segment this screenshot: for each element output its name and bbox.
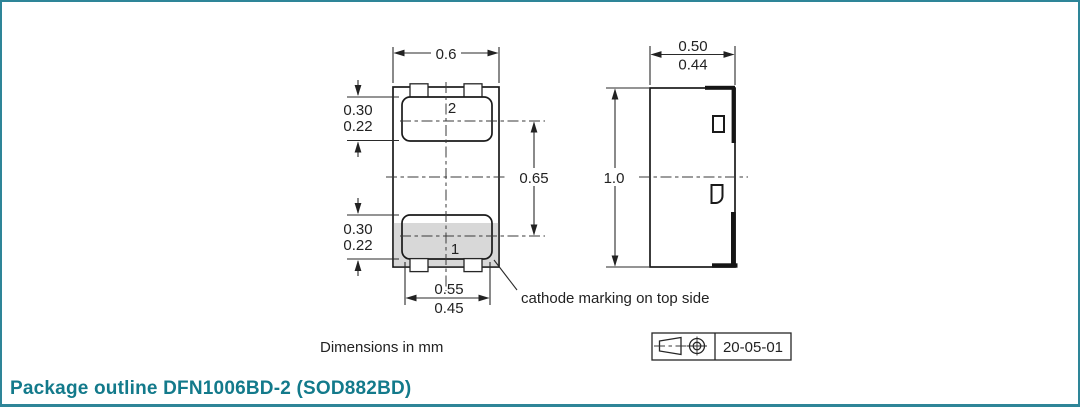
dim-thickness-min: 0.44 xyxy=(678,57,707,74)
pad2-tab-right xyxy=(463,83,483,99)
dim-body-length-value: 1.0 xyxy=(604,170,625,187)
side-view: 0.50 0.44 1.0 xyxy=(600,38,748,268)
dim-body-length: 1.0 xyxy=(600,87,649,268)
dim-thickness-max: 0.50 xyxy=(678,38,707,55)
dim-pad1-length: 0.30 0.22 xyxy=(343,198,399,276)
page-title: Package outline DFN1006BD-2 (SOD882BD) xyxy=(10,378,412,399)
drawing-canvas: 2 1 0.6 xyxy=(320,38,792,361)
terminal2-top-metal xyxy=(705,85,735,90)
title-block-border xyxy=(651,332,792,361)
pad1-tab-left xyxy=(409,257,429,273)
pad2-tab-left xyxy=(409,83,429,99)
dim-pad-width-max: 0.55 xyxy=(434,281,463,298)
title-block: 20-05-01 xyxy=(651,332,792,361)
pad2-outline xyxy=(401,96,493,142)
dim-pad2-length-max: 0.30 xyxy=(343,102,372,119)
pad2-number: 2 xyxy=(448,100,456,117)
dim-body-width: 0.6 xyxy=(392,44,500,83)
terminal1-side-metal xyxy=(731,212,736,268)
terminal1-bottom-metal xyxy=(712,263,738,268)
pad1-number: 1 xyxy=(451,241,459,258)
units-note: Dimensions in mm xyxy=(320,339,443,356)
dim-thickness: 0.50 0.44 xyxy=(649,38,736,85)
dim-body-width-value: 0.6 xyxy=(436,46,457,63)
pad1-outline xyxy=(401,214,493,260)
dim-pad1-length-max: 0.30 xyxy=(343,221,372,238)
dim-pad2-length-min: 0.22 xyxy=(343,118,372,135)
drawing-date: 20-05-01 xyxy=(723,339,783,356)
dim-pad-width-min: 0.45 xyxy=(434,300,463,317)
cathode-annotation: cathode marking on top side xyxy=(521,290,709,307)
top-view: 2 1 0.6 xyxy=(343,44,709,317)
side-view-window-bottom xyxy=(710,184,724,204)
dim-pad-width: 0.55 0.45 xyxy=(404,262,491,317)
side-view-window-top xyxy=(712,115,725,133)
dim-pad1-length-min: 0.22 xyxy=(343,237,372,254)
terminal2-side-metal xyxy=(731,88,736,143)
cathode-leader-line xyxy=(493,259,518,291)
projection-cone-icon xyxy=(658,336,682,356)
dim-pad-pitch-value: 0.65 xyxy=(519,170,548,187)
dim-pad2-length: 0.30 0.22 xyxy=(343,80,399,157)
dim-pad-pitch: 0.65 xyxy=(516,121,552,236)
pad1-tab-right xyxy=(463,257,483,273)
